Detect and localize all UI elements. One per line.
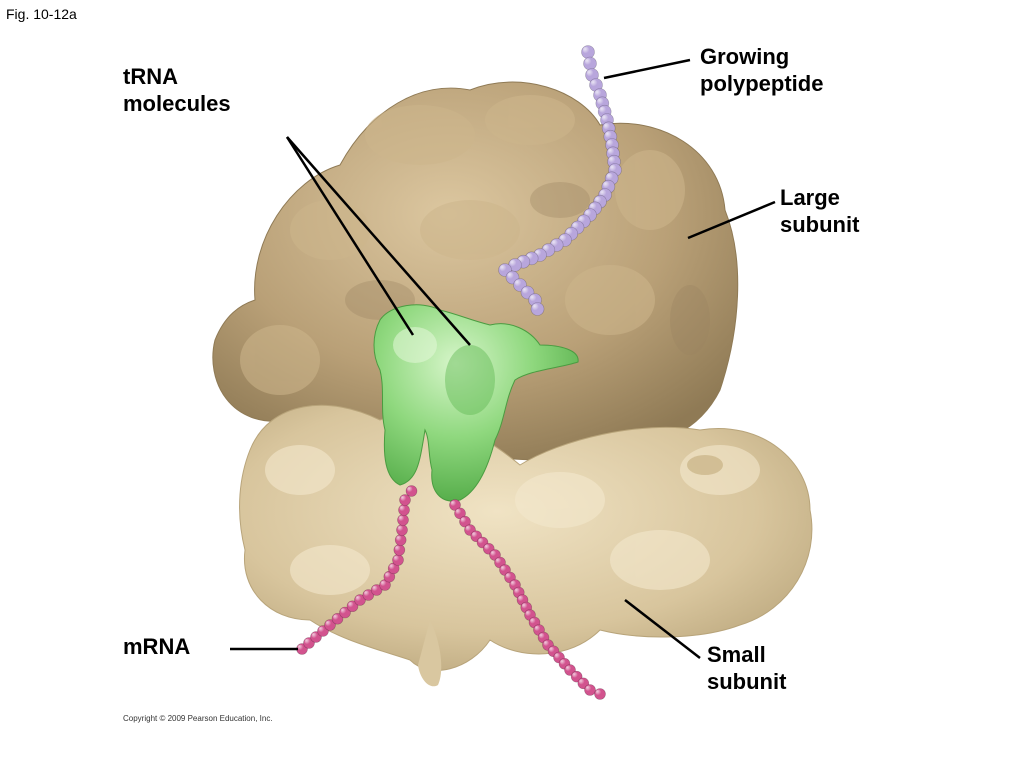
mrna-bead-highlight: [318, 626, 325, 633]
polypeptide-bead-highlight: [607, 148, 615, 155]
polypeptide-bead-highlight: [514, 279, 522, 287]
mrna-bead-highlight: [398, 515, 405, 522]
polypeptide-bead-highlight: [586, 69, 594, 77]
large-subunit-leader-line: [687, 200, 776, 240]
mrna-bead-highlight: [530, 618, 536, 624]
mrna-bead-highlight: [389, 563, 395, 570]
mrna-bead-highlight: [400, 495, 407, 502]
polypeptide-bead-highlight: [566, 228, 573, 236]
mrna-bead-highlight: [521, 603, 528, 609]
mrna-bead-highlight: [340, 608, 347, 614]
mrna-bead-highlight: [396, 535, 402, 542]
polypeptide-bead-highlight: [594, 89, 602, 97]
polypeptide-bead-highlight: [599, 106, 606, 113]
polypeptide-bead-highlight: [590, 79, 598, 87]
mrna-bead-highlight: [297, 644, 304, 651]
polypeptide-bead-highlight: [582, 46, 590, 54]
mrna-bead-highlight: [514, 588, 520, 594]
mrna-bead-highlight: [471, 531, 478, 538]
mrna-bead-highlight: [495, 558, 502, 564]
mrna-bead-highlight: [304, 638, 311, 645]
polypeptide-bead-highlight: [603, 123, 610, 130]
mrna-bead-highlight: [525, 610, 532, 617]
mrna-bead-highlight: [380, 580, 387, 587]
mrna-bead-highlight: [539, 633, 545, 639]
mrna-bead-highlight: [543, 640, 550, 647]
polypeptide-bead-highlight: [609, 164, 617, 172]
mrna-bead-highlight: [510, 580, 517, 587]
mrna-bead-highlight: [484, 544, 490, 550]
polypeptide-bead-highlight: [601, 114, 609, 122]
mrna-bead-highlight: [578, 678, 585, 685]
figure-label: Fig. 10-12a: [6, 6, 77, 22]
trna-shape: [373, 304, 579, 502]
polypeptide-bead-highlight: [597, 98, 604, 105]
growing-polypeptide-label: Growing polypeptide: [700, 44, 824, 96]
mrna-bead-highlight: [490, 550, 497, 557]
polypeptide-bead-highlight: [584, 209, 592, 217]
polypeptide-bead-highlight: [543, 244, 550, 252]
mrna-bead-highlight: [505, 573, 512, 579]
polypeptide-bead-highlight: [594, 196, 602, 203]
trna-leader-line-2: [286, 136, 471, 346]
polypeptide-bead-highlight: [606, 139, 614, 147]
mrna-bead-highlight: [348, 601, 354, 608]
mrna-bead-highlight: [455, 508, 462, 515]
polypeptide-bead-highlight: [584, 58, 592, 65]
mrna-bead-highlight: [394, 545, 401, 552]
polypeptide-bead-highlight: [559, 234, 567, 242]
mrna-bead-highlight: [560, 659, 566, 665]
mrna-bead-highlight: [393, 555, 400, 562]
polypeptide-bead-highlight: [603, 181, 610, 188]
trna-leader-line-1: [285, 136, 415, 336]
polypeptide-chain: [498, 45, 622, 316]
mrna-bead-highlight: [372, 585, 378, 592]
mrna-strand: [296, 485, 606, 700]
polypeptide-leader-line: [603, 58, 691, 80]
mrna-bead-highlight: [554, 653, 561, 659]
polypeptide-bead-highlight: [529, 294, 537, 302]
polypeptide-bead-highlight: [608, 156, 616, 163]
mrna-bead-highlight: [572, 672, 578, 678]
polypeptide-bead-highlight: [532, 303, 539, 311]
mrna-bead-highlight: [595, 689, 602, 696]
mrna-bead-highlight: [325, 620, 332, 627]
mrna-bead-highlight: [355, 595, 362, 602]
polypeptide-bead-highlight: [606, 173, 613, 180]
mrna-bead-highlight: [399, 505, 406, 512]
mrna-bead-highlight: [363, 590, 370, 597]
mrna-bead-highlight: [407, 486, 413, 493]
mrna-bead-highlight: [478, 538, 484, 544]
mrna-bead-highlight: [460, 517, 467, 523]
copyright-notice: Copyright © 2009 Pearson Education, Inc.: [123, 714, 273, 723]
mrna-bead-highlight: [585, 685, 592, 692]
small-subunit-label: Small subunit: [707, 642, 787, 694]
mrna-bead-highlight: [500, 565, 507, 572]
polypeptide-bead-highlight: [599, 189, 607, 197]
mrna-bead-highlight: [549, 646, 555, 653]
mrna-bead-highlight: [311, 632, 318, 639]
mrna-bead-highlight: [518, 595, 524, 602]
mrna-bead-highlight: [384, 572, 391, 578]
polypeptide-bead-highlight: [605, 131, 612, 138]
polypeptide-bead-highlight: [578, 216, 586, 223]
polypeptide-bead-highlight: [551, 239, 558, 247]
mrna-bead-highlight: [333, 614, 339, 620]
mrna-bead-highlight: [397, 525, 404, 532]
polypeptide-bead-highlight: [572, 222, 579, 229]
mrna-bead-highlight: [534, 625, 541, 632]
mrna-bead-highlight: [465, 525, 472, 532]
polypeptide-bead-highlight: [507, 272, 514, 279]
mrna-label: mRNA: [123, 634, 191, 659]
polypeptide-bead-highlight: [499, 264, 507, 272]
polypeptide-bead-highlight: [509, 259, 517, 267]
trna-label: tRNA molecules: [123, 64, 231, 116]
mrna-bead-highlight: [565, 665, 572, 672]
small-subunit-leader-line: [624, 599, 701, 659]
polypeptide-bead-highlight: [589, 203, 597, 210]
mrna-bead-highlight: [450, 500, 457, 507]
large-subunit-label: Large subunit: [780, 185, 860, 237]
polypeptide-bead-highlight: [522, 287, 529, 294]
